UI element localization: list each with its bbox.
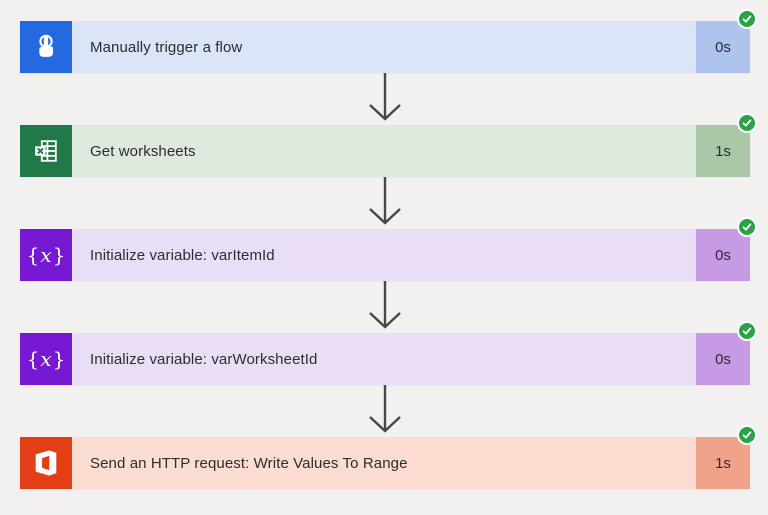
step-title-area: Initialize variable: varItemId: [72, 229, 696, 281]
arrow-down-icon: [369, 177, 401, 225]
connector-3: [20, 281, 750, 333]
connector-4: [20, 385, 750, 437]
arrow-down-icon: [369, 385, 401, 433]
step-title-area: Get worksheets: [72, 125, 696, 177]
flow-step-get-worksheets[interactable]: Get worksheets 1s: [20, 113, 757, 177]
step-label: Get worksheets: [90, 142, 196, 160]
step-duration: 0s: [696, 333, 750, 385]
office-icon: [20, 437, 72, 489]
step-duration: 1s: [696, 437, 750, 489]
connector-2: [20, 177, 750, 229]
step-title-area: Send an HTTP request: Write Values To Ra…: [72, 437, 696, 489]
step-duration: 0s: [696, 229, 750, 281]
step-title-area: Manually trigger a flow: [72, 21, 696, 73]
connector-1: [20, 73, 750, 125]
step-label: Initialize variable: varItemId: [90, 246, 275, 264]
success-check-icon: [737, 425, 757, 445]
success-check-icon: [737, 113, 757, 133]
success-check-icon: [737, 9, 757, 29]
step-label: Send an HTTP request: Write Values To Ra…: [90, 454, 408, 472]
success-check-icon: [737, 321, 757, 341]
flow-step-init-varworksheetid[interactable]: {x} Initialize variable: varWorksheetId …: [20, 321, 757, 385]
excel-icon: [20, 125, 72, 177]
step-label: Manually trigger a flow: [90, 38, 243, 56]
touch-icon: [20, 21, 72, 73]
flow-step-send-http-request[interactable]: Send an HTTP request: Write Values To Ra…: [20, 425, 757, 489]
step-label: Initialize variable: varWorksheetId: [90, 350, 318, 368]
flow-step-init-varitemid[interactable]: {x} Initialize variable: varItemId 0s: [20, 217, 757, 281]
flow-step-manual-trigger[interactable]: Manually trigger a flow 0s: [20, 9, 757, 73]
success-check-icon: [737, 217, 757, 237]
flow-diagram: Manually trigger a flow 0s: [20, 9, 757, 489]
step-title-area: Initialize variable: varWorksheetId: [72, 333, 696, 385]
arrow-down-icon: [369, 73, 401, 121]
step-duration: 1s: [696, 125, 750, 177]
step-duration: 0s: [696, 21, 750, 73]
variable-icon: {x}: [20, 229, 72, 281]
arrow-down-icon: [369, 281, 401, 329]
variable-icon: {x}: [20, 333, 72, 385]
